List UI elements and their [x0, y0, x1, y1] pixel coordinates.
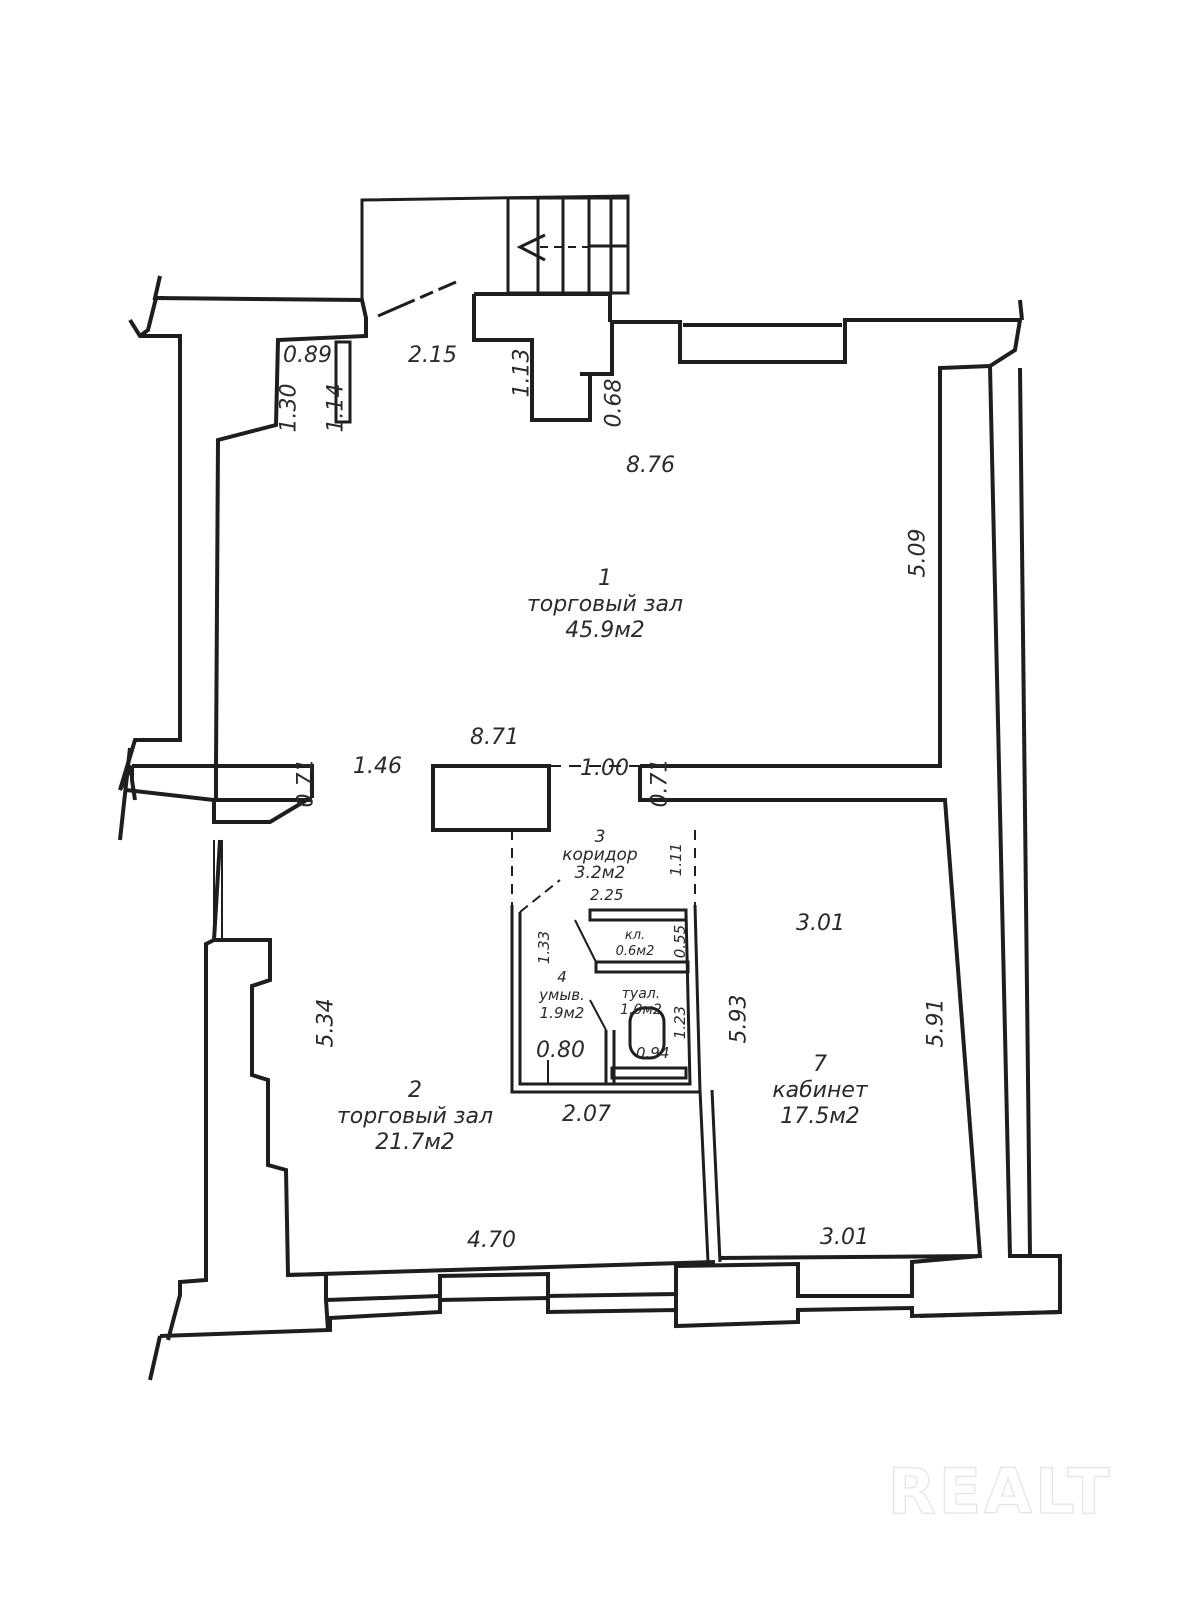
dim-0-55: 0.55 — [671, 924, 690, 959]
room-4-area: 1.9м2 — [539, 1004, 585, 1022]
room-2-number: 2 — [408, 1078, 422, 1103]
dim-0-89: 0.89 — [283, 343, 332, 368]
pier-right — [472, 294, 1023, 768]
wall-room7-top — [638, 766, 983, 1260]
room-1-label: 1 торговый зал 45.9м2 — [490, 566, 720, 644]
dim-3-01-top: 3.01 — [796, 911, 845, 936]
dim-8-71: 8.71 — [470, 725, 519, 750]
room-7-area: 17.5м2 — [780, 1104, 860, 1129]
wall-room2-left — [211, 839, 716, 1278]
dim-1-33: 1.33 — [535, 930, 554, 965]
outer-wall-top-left — [152, 275, 368, 798]
entrance-niche — [334, 340, 352, 424]
room-5-label: кл. 0.6м2 — [600, 928, 670, 960]
dim-0-68: 0.68 — [601, 378, 627, 428]
room-2-name: торговый зал — [336, 1104, 494, 1129]
room-4-number: 4 — [557, 968, 567, 986]
room-5-name: кл. — [624, 928, 646, 943]
room-3-label: 3 коридор 3.2м2 — [540, 828, 660, 882]
stairs — [506, 196, 630, 295]
dim-4-70: 4.70 — [467, 1228, 516, 1253]
dim-1-30: 1.30 — [276, 383, 302, 433]
dim-5-93: 5.93 — [726, 994, 752, 1044]
partition-room2-room7 — [698, 1089, 710, 1263]
dim-5-34: 5.34 — [313, 998, 339, 1048]
dim-1-46: 1.46 — [353, 754, 402, 779]
realt-watermark: REALT — [887, 1454, 1113, 1528]
room-1-area: 45.9м2 — [565, 618, 645, 643]
room-7-name: кабинет — [772, 1078, 868, 1103]
dim-0-71-left: 0.71 — [293, 758, 319, 808]
dim-1-13: 1.13 — [509, 348, 535, 398]
entrance-door — [377, 280, 457, 318]
room-6-name: туал. — [621, 986, 661, 1002]
toilet-block — [510, 879, 702, 1094]
room-4-name: умыв. — [539, 986, 585, 1004]
dim-0-80: 0.80 — [536, 1038, 585, 1063]
dim-3-01-bottom: 3.01 — [820, 1225, 869, 1250]
dim-1-00: 1.00 — [580, 756, 629, 781]
dim-2-15: 2.15 — [408, 343, 457, 368]
room-3-name: коридор — [562, 845, 638, 865]
room-7-label: 7 кабинет 17.5м2 — [720, 1052, 920, 1130]
room-6-label: туал. 1.0м2 — [606, 986, 676, 1018]
room-2-area: 21.7м2 — [375, 1130, 455, 1155]
room-7-number: 7 — [813, 1052, 827, 1077]
dim-1-14: 1.14 — [323, 383, 349, 433]
outer-wall-bottom — [159, 1295, 1061, 1338]
dim-0-94: 0.94 — [636, 1044, 670, 1062]
dim-1-11: 1.11 — [667, 842, 686, 877]
room-2-label: 2 торговый зал 21.7м2 — [300, 1078, 530, 1156]
room-5-area: 0.6м2 — [615, 944, 655, 959]
room-1-number: 1 — [598, 566, 612, 591]
dim-0-71-right: 0.71 — [647, 758, 673, 808]
room-3-area: 3.2м2 — [574, 863, 626, 883]
central-column — [431, 764, 551, 832]
dim-2-25: 2.25 — [590, 886, 624, 904]
dim-5-91: 5.91 — [923, 998, 949, 1048]
dim-2-07: 2.07 — [562, 1102, 611, 1127]
room-1-name: торговый зал — [526, 592, 684, 617]
room-6-area: 1.0м2 — [620, 1002, 662, 1018]
room-3-number: 3 — [594, 827, 606, 847]
dim-8-76: 8.76 — [626, 453, 675, 478]
dim-5-09: 5.09 — [905, 528, 931, 578]
outer-wall-left — [118, 318, 182, 801]
room-4-label: 4 умыв. 1.9м2 — [522, 968, 602, 1022]
